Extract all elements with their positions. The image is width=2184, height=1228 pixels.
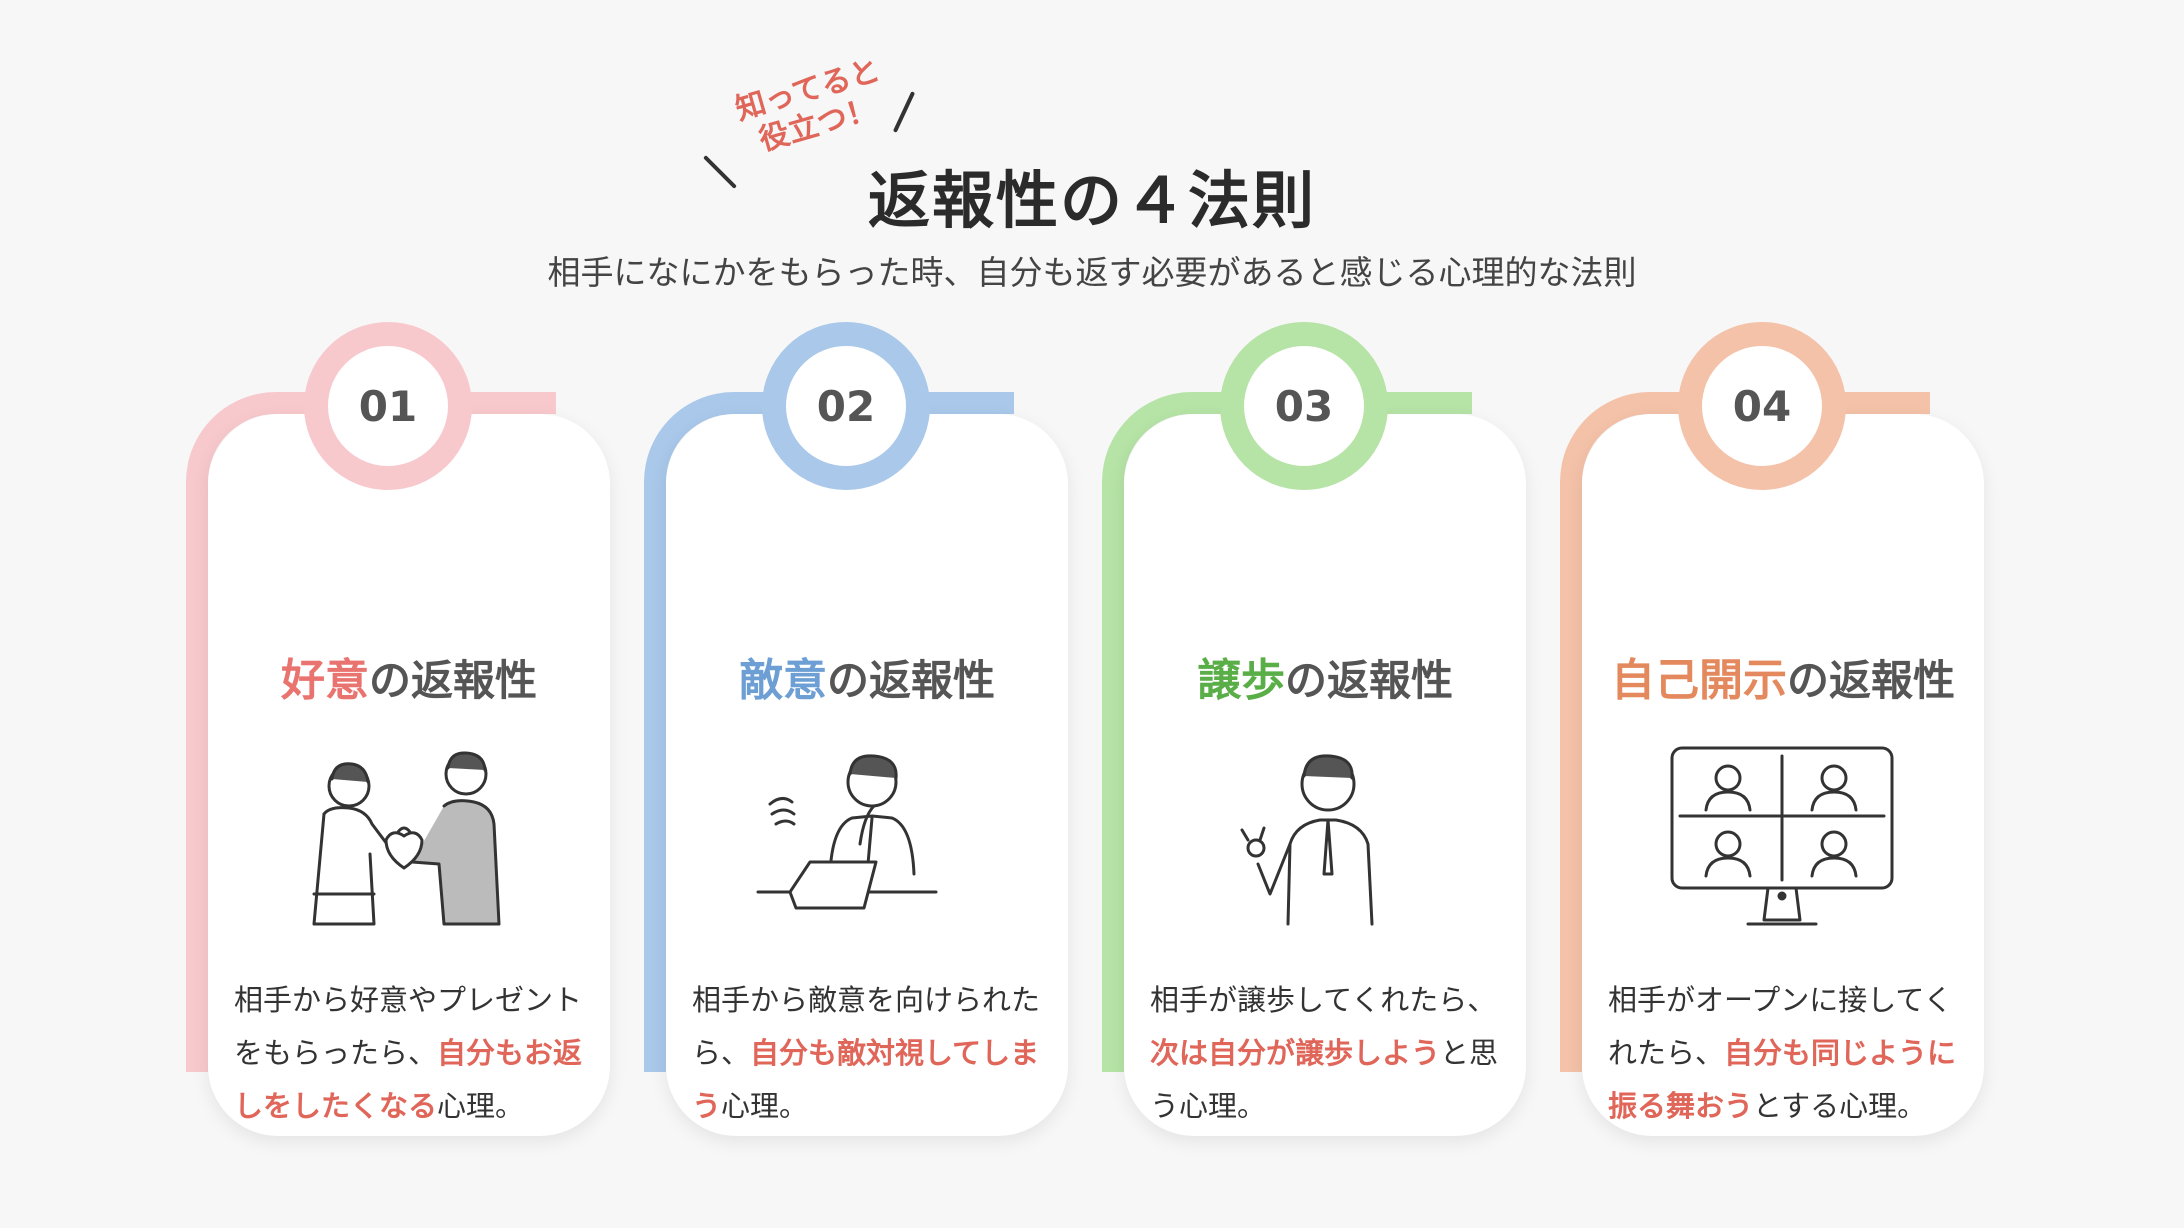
card-number: 03 [1274, 381, 1334, 431]
card-number-badge: 04 [1678, 322, 1846, 490]
video-call-monitor-icon [1670, 746, 1894, 926]
card-description: 相手がオープンに接してくれたら、自分も同じように振る舞おうとする心理。 [1608, 983, 1957, 1123]
card-body: 好意の返報性 相手から好意やプレゼントをもらったら、自分もお返しをしたくなる心理… [208, 414, 610, 1136]
card-body: 譲歩の返報性 相手が譲歩してくれたら、次は自分が譲歩しようと思う心理。 [1124, 414, 1526, 1136]
gift-exchange-icon [312, 751, 501, 926]
card-title: 譲歩の返報性 [1196, 655, 1453, 706]
card-number: 01 [358, 381, 418, 431]
card-number-badge: 01 [304, 322, 472, 490]
card-description: 相手から敵意を向けられたら、自分も敵対視してしまう心理。 [692, 983, 1041, 1123]
card-self-disclosure: 自己開示の返報性 相手がオープンに接してくれたら、自分も同じように振る舞おうとす… [1560, 322, 2042, 1142]
stressed-worker-icon [756, 754, 938, 910]
card-description: 相手から好意やプレゼントをもらったら、自分もお返しをしたくなる心理。 [234, 983, 583, 1123]
card-title: 自己開示の返報性 [1610, 655, 1955, 706]
ok-gesture-man-icon [1240, 754, 1374, 926]
card-number: 04 [1732, 381, 1792, 431]
page-title: 返報性の４法則 [867, 164, 1316, 237]
card-description: 相手が譲歩してくれたら、次は自分が譲歩しようと思う心理。 [1150, 983, 1499, 1123]
card-title: 敵意の返報性 [738, 655, 995, 706]
card-body: 敵意の返報性 相手から敵意を向けられたら、自分も敵対視してしまう心理。 [666, 414, 1068, 1136]
header: 知ってると 役立つ！ 返報性の４法則 相手になにかをもらった時、自分も返す必要が… [0, 0, 2184, 310]
tag-label: 知ってると 役立つ！ [721, 50, 904, 166]
card-number-badge: 02 [762, 322, 930, 490]
page-subtitle: 相手になにかをもらった時、自分も返す必要があると感じる心理的な法則 [547, 253, 1637, 292]
card-body: 自己開示の返報性 相手がオープンに接してくれたら、自分も同じように振る舞おうとす… [1582, 414, 1984, 1136]
card-hostility: 敵意の返報性 相手から敵意を向けられたら、自分も敵対視してしまう心理。 02 [644, 322, 1126, 1142]
card-concession: 譲歩の返報性 相手が譲歩してくれたら、次は自分が譲歩しようと思う心理。 03 [1102, 322, 1584, 1142]
card-number: 02 [816, 381, 876, 431]
card-title: 好意の返報性 [280, 655, 537, 706]
card-number-badge: 03 [1220, 322, 1388, 490]
card-goodwill: 好意の返報性 相手から好意やプレゼントをもらったら、自分もお返しをしたくなる心理… [186, 322, 668, 1142]
